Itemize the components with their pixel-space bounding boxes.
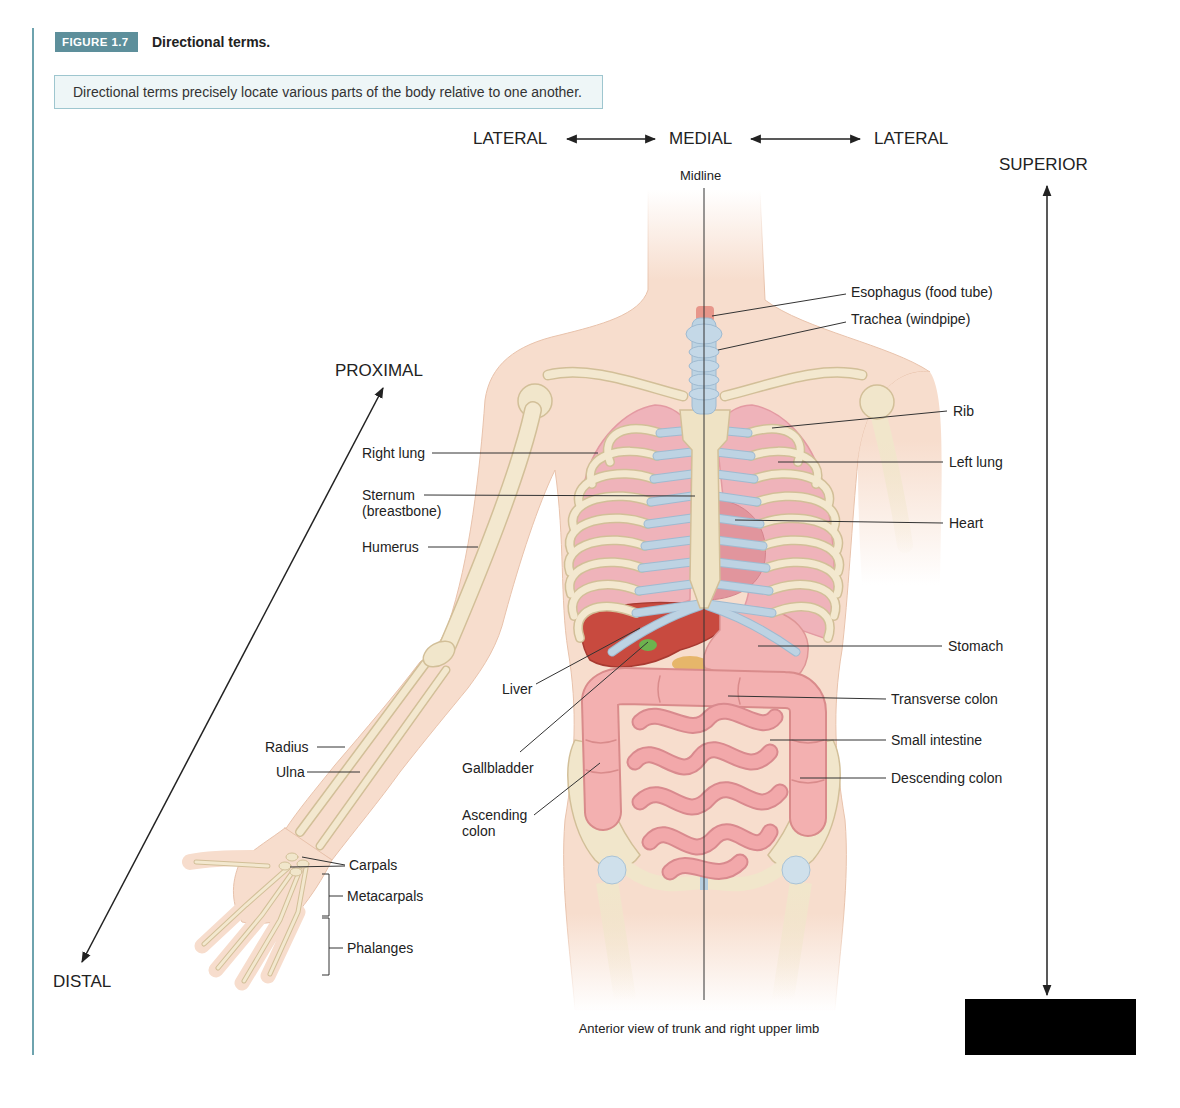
direction-arrows — [567, 138, 655, 140]
leader-lines — [772, 411, 947, 428]
ribcage — [680, 410, 730, 608]
direction-label: LATERAL — [874, 129, 948, 149]
pelvis — [598, 856, 626, 884]
arm-bones — [300, 664, 425, 832]
leader-lines — [428, 547, 478, 548]
leader-lines — [735, 520, 943, 523]
leader-lines — [307, 772, 360, 773]
shoulder-bones — [860, 385, 894, 419]
shoulder-bones — [725, 372, 862, 396]
arm-bones — [300, 410, 533, 846]
midline-label: Midline — [680, 168, 721, 183]
leader-lines — [534, 763, 600, 815]
leader-lines — [778, 462, 943, 463]
part-label: Humerus — [362, 539, 419, 555]
part-label: Trachea (windpipe) — [851, 311, 970, 327]
part-label: Radius — [265, 739, 309, 755]
direction-arrows — [751, 138, 860, 140]
intestines — [635, 711, 780, 872]
leader-lines — [322, 918, 343, 975]
leader-lines — [424, 495, 695, 496]
shoulder-bones — [548, 372, 683, 396]
part-label: Ascending colon — [462, 807, 542, 839]
leader-lines — [520, 642, 648, 752]
leader-lines — [800, 778, 886, 779]
figure-caption: Anterior view of trunk and right upper l… — [579, 1021, 820, 1037]
part-label: Liver — [502, 681, 532, 697]
part-label: Gallbladder — [462, 760, 534, 776]
part-label: Descending colon — [891, 770, 1002, 786]
hand — [196, 862, 306, 981]
part-label: Esophagus (food tube) — [851, 284, 993, 300]
part-label: Sternum (breastbone) — [362, 487, 462, 519]
box-text: FIGURE 1.7 — [62, 35, 131, 49]
direction-label: LATERAL — [473, 129, 547, 149]
hand — [286, 853, 298, 861]
hand — [196, 862, 306, 981]
body-silhouette — [285, 190, 930, 1010]
direction-arrows — [82, 388, 383, 962]
intestines — [635, 711, 780, 872]
part-label: Small intestine — [891, 732, 982, 748]
direction-label: MEDIAL — [669, 129, 732, 149]
arm-bones — [448, 410, 533, 645]
hand — [290, 868, 302, 876]
hand — [190, 828, 332, 983]
hand — [279, 862, 291, 870]
leader-lines — [290, 857, 345, 867]
leader-lines — [536, 628, 640, 684]
leader-lines — [718, 322, 846, 350]
direction-arrows — [82, 139, 1047, 995]
part-label: Right lung — [362, 445, 425, 461]
arm-bones — [448, 410, 533, 645]
leader-lines — [712, 294, 846, 316]
leader-lines — [290, 294, 947, 975]
leader-lines — [322, 874, 343, 916]
part-label: Phalanges — [347, 940, 413, 956]
midline-line — [704, 188, 705, 1000]
leader-lines — [728, 696, 886, 699]
part-label: Carpals — [349, 857, 397, 873]
part-label: Ulna — [276, 764, 305, 780]
description-box: Directional terms precisely locate vario… — [54, 75, 603, 109]
body-silhouette — [285, 190, 942, 1010]
intestines — [586, 676, 824, 872]
leader-lines — [758, 646, 942, 647]
redaction-box — [965, 999, 1136, 1055]
leader-lines — [432, 453, 598, 454]
part-label: Stomach — [948, 638, 1003, 654]
arm-bones — [300, 664, 425, 832]
part-label: Heart — [949, 515, 983, 531]
shoulder-bones — [878, 412, 905, 545]
arm-bones — [320, 670, 446, 846]
abdominal-organs — [639, 639, 657, 651]
box-text: Directional terms precisely locate vario… — [73, 83, 584, 101]
part-label: Rib — [953, 403, 974, 419]
intestines — [586, 676, 824, 783]
direction-label: DISTAL — [53, 972, 111, 992]
part-label: Transverse colon — [891, 691, 998, 707]
leader-lines — [317, 747, 345, 748]
direction-label: PROXIMAL — [335, 361, 423, 381]
arm-bones — [320, 670, 446, 846]
part-label: Left lung — [949, 454, 1003, 470]
arm-bones — [419, 636, 459, 672]
figure-badge: FIGURE 1.7 — [55, 32, 138, 52]
part-label: Metacarpals — [347, 888, 423, 904]
direction-label: SUPERIOR — [999, 155, 1088, 175]
pelvis — [782, 856, 810, 884]
body-silhouette — [858, 372, 942, 585]
shoulder-bones — [725, 372, 862, 396]
leader-lines — [770, 740, 886, 741]
direction-arrows — [1046, 186, 1048, 995]
margin-rule — [32, 28, 34, 1055]
shoulder-bones — [548, 372, 683, 396]
figure-title: Directional terms. — [152, 33, 270, 51]
pelvis — [607, 882, 626, 1005]
pelvis — [782, 882, 801, 1005]
